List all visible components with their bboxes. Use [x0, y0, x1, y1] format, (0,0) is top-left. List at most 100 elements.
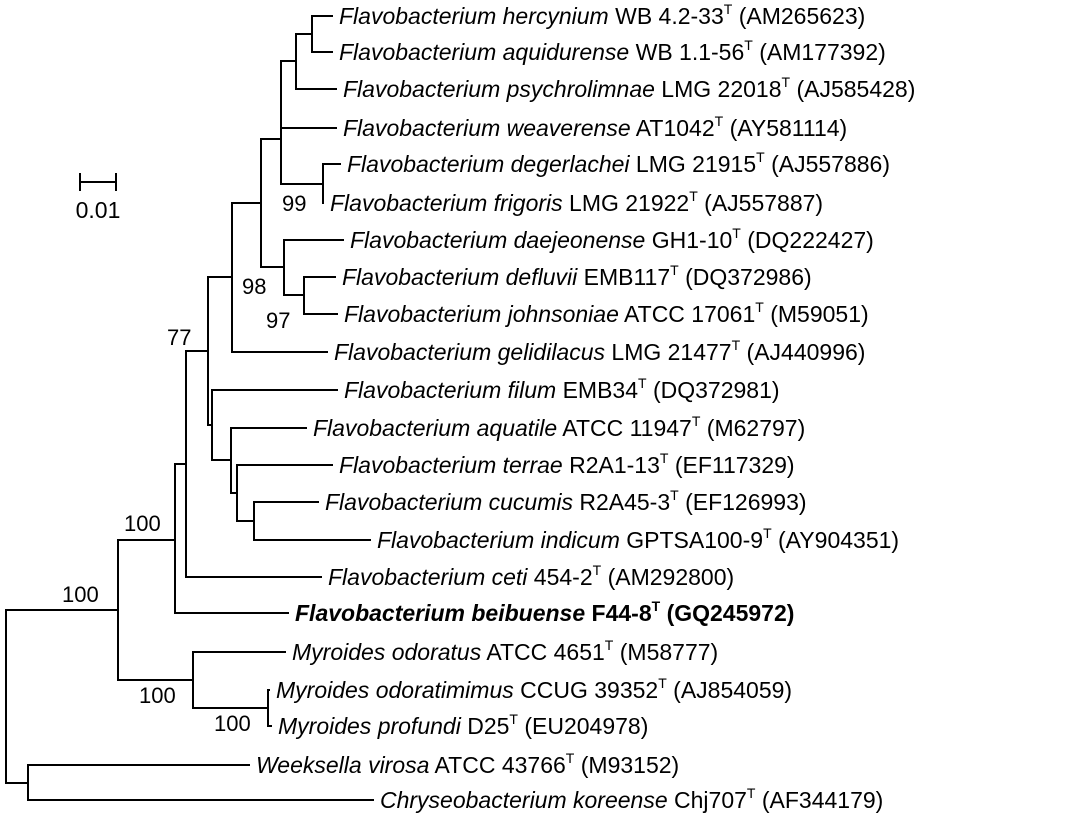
type-strain-mark: T — [732, 225, 741, 241]
taxon-name: Flavobacterium filum — [344, 377, 556, 403]
taxon-label-profundi: Myroides profundi D25T (EU204978) — [278, 711, 648, 739]
taxon-label-weaverense: Flavobacterium weaverense AT1042T (AY581… — [343, 113, 847, 141]
strain-id: GPTSA100-9 — [620, 527, 763, 553]
taxon-name: Flavobacterium weaverense — [343, 115, 631, 141]
type-strain-mark: T — [638, 375, 647, 391]
taxon-label-defluvii: Flavobacterium defluvii EMB117T (DQ37298… — [342, 262, 812, 290]
accession-number: (M59051) — [764, 301, 869, 327]
scale-bar: 0.01 — [76, 173, 121, 223]
taxon-name: Weeksella virosa — [256, 752, 429, 778]
strain-id: AT1042 — [631, 115, 715, 141]
strain-id: CCUG 39352 — [514, 677, 658, 703]
taxon-label-filum: Flavobacterium filum EMB34T (DQ372981) — [344, 375, 780, 403]
taxon-labels: Flavobacterium hercynium WB 4.2-33T (AM2… — [256, 1, 915, 813]
strain-id: ATCC 17061 — [619, 301, 755, 327]
type-strain-mark: T — [670, 487, 679, 503]
accession-number: (AJ440996) — [740, 339, 865, 365]
taxon-name: Flavobacterium aquatile — [313, 415, 557, 441]
type-strain-mark: T — [732, 337, 741, 353]
type-strain-mark: T — [692, 413, 701, 429]
bootstrap-value: 100 — [62, 582, 99, 607]
accession-number: (EF126993) — [679, 489, 807, 515]
accession-number: (AJ557887) — [698, 190, 823, 216]
taxon-label-daejeonense: Flavobacterium daejeonense GH1-10T (DQ22… — [350, 225, 874, 253]
strain-id: Chj707 — [668, 787, 747, 813]
accession-number: (AM265623) — [732, 3, 865, 29]
taxon-label-hercynium: Flavobacterium hercynium WB 4.2-33T (AM2… — [339, 1, 865, 29]
strain-id: F44-8 — [585, 600, 652, 626]
bootstrap-value: 99 — [282, 191, 306, 216]
type-strain-mark: T — [566, 750, 575, 766]
taxon-name: Flavobacterium gelidilacus — [334, 339, 606, 365]
taxon-name: Flavobacterium defluvii — [342, 264, 578, 290]
taxon-label-odoratus: Myroides odoratus ATCC 4651T (M58777) — [292, 637, 718, 665]
strain-id: LMG 21922 — [563, 190, 690, 216]
type-strain-mark: T — [658, 675, 667, 691]
type-strain-mark: T — [660, 450, 669, 466]
type-strain-mark: T — [652, 598, 661, 614]
taxon-label-aquatile: Flavobacterium aquatile ATCC 11947T (M62… — [313, 413, 805, 441]
taxon-name: Flavobacterium indicum — [377, 527, 620, 553]
accession-number: (EU204978) — [518, 713, 648, 739]
taxon-name: Myroides odoratus — [292, 639, 482, 665]
taxon-label-koreense: Chryseobacterium koreense Chj707T (AF344… — [380, 785, 883, 813]
strain-id: 454-2 — [527, 564, 592, 590]
bootstrap-value: 100 — [139, 683, 176, 708]
strain-id: LMG 21477 — [605, 339, 732, 365]
type-strain-mark: T — [756, 149, 765, 165]
strain-id: GH1-10 — [645, 227, 732, 253]
taxon-label-virosa: Weeksella virosa ATCC 43766T (M93152) — [256, 750, 679, 778]
accession-number: (GQ245972) — [660, 600, 794, 626]
taxon-name: Myroides profundi — [278, 713, 462, 739]
taxon-name: Flavobacterium terrae — [339, 452, 563, 478]
accession-number: (AF344179) — [755, 787, 883, 813]
taxon-label-frigoris: Flavobacterium frigoris LMG 21922T (AJ55… — [330, 188, 823, 216]
bootstrap-value: 100 — [214, 711, 251, 736]
taxon-name: Flavobacterium ceti — [328, 564, 528, 590]
type-strain-mark: T — [747, 785, 756, 801]
strain-id: ATCC 43766 — [429, 752, 565, 778]
accession-number: (AJ557886) — [765, 151, 890, 177]
accession-number: (AY581114) — [723, 115, 847, 141]
accession-number: (DQ372986) — [679, 264, 812, 290]
taxon-name: Flavobacterium cucumis — [325, 489, 573, 515]
accession-number: (AM177392) — [753, 39, 886, 65]
taxon-name: Chryseobacterium koreense — [380, 787, 668, 813]
type-strain-mark: T — [689, 188, 698, 204]
accession-number: (DQ372981) — [647, 377, 780, 403]
bootstrap-value: 100 — [124, 511, 161, 536]
type-strain-mark: T — [509, 711, 518, 727]
accession-number: (M58777) — [613, 639, 718, 665]
type-strain-mark: T — [593, 562, 602, 578]
strain-id: D25 — [461, 713, 510, 739]
scale-bar-label: 0.01 — [76, 197, 121, 223]
strain-id: ATCC 4651 — [481, 639, 605, 665]
taxon-label-ceti: Flavobacterium ceti 454-2T (AM292800) — [328, 562, 734, 590]
accession-number: (AY904351) — [772, 527, 899, 553]
accession-number: (DQ222427) — [741, 227, 874, 253]
strain-id: WB 4.2-33 — [609, 3, 724, 29]
strain-id: EMB34 — [556, 377, 638, 403]
taxon-name: Flavobacterium johnsoniae — [344, 301, 619, 327]
type-strain-mark: T — [755, 299, 764, 315]
taxon-label-terrae: Flavobacterium terrae R2A1-13T (EF117329… — [339, 450, 795, 478]
taxon-label-odoratimimus: Myroides odoratimimus CCUG 39352T (AJ854… — [276, 675, 792, 703]
taxon-name: Flavobacterium hercynium — [339, 3, 609, 29]
strain-id: LMG 21915 — [630, 151, 757, 177]
accession-number: (EF117329) — [668, 452, 794, 478]
type-strain-mark: T — [763, 525, 772, 541]
taxon-label-cucumis: Flavobacterium cucumis R2A45-3T (EF12699… — [325, 487, 807, 515]
taxon-name: Flavobacterium degerlachei — [347, 151, 630, 177]
strain-id: R2A45-3 — [573, 489, 670, 515]
accession-number: (AM292800) — [601, 564, 734, 590]
strain-id: WB 1.1-56 — [629, 39, 744, 65]
taxon-name: Flavobacterium daejeonense — [350, 227, 645, 253]
accession-number: (M62797) — [700, 415, 805, 441]
type-strain-mark: T — [724, 1, 733, 17]
bootstrap-value: 77 — [167, 325, 191, 350]
taxon-name: Flavobacterium psychrolimnae — [343, 76, 655, 102]
type-strain-mark: T — [670, 262, 679, 278]
tree-branches — [5, 15, 374, 801]
taxon-label-indicum: Flavobacterium indicum GPTSA100-9T (AY90… — [377, 525, 899, 553]
